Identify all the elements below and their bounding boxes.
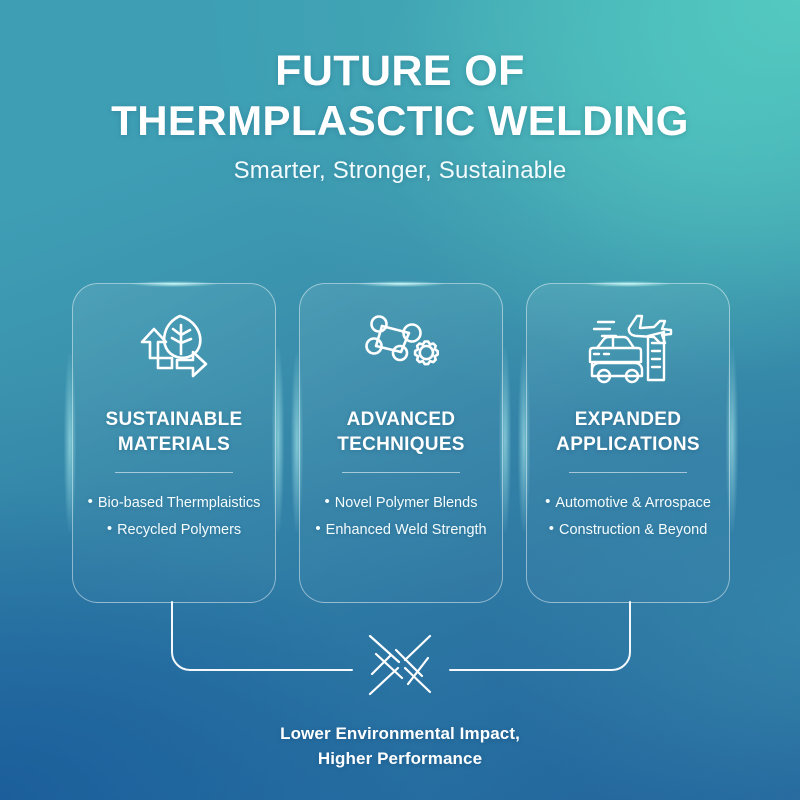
- list-item: •Recycled Polymers: [73, 516, 275, 543]
- list-item: •Enhanced Weld Strength: [300, 516, 502, 543]
- card-divider: [342, 472, 460, 473]
- page-title-line-2: THERMPLASCTIC WELDING: [111, 97, 689, 144]
- footer-tagline: Lower Environmental Impact, Higher Perfo…: [0, 721, 800, 771]
- card-sustainable-materials[interactable]: SUSTAINABLE MATERIALS •Bio-based Thermpl…: [64, 281, 284, 603]
- bullet-text: Construction & Beyond: [558, 522, 708, 538]
- list-item: •Construction & Beyond: [527, 516, 729, 543]
- card-bullet-list: •Novel Polymer Blends •Enhanced Weld Str…: [300, 489, 502, 543]
- card-divider: [115, 472, 233, 473]
- molecule-gear-icon: [359, 309, 443, 387]
- footer-line-1: Lower Environmental Impact,: [280, 724, 520, 743]
- list-item: •Novel Polymer Blends: [300, 489, 502, 516]
- card-bullet-list: •Automotive & Arrospace •Construction & …: [527, 489, 729, 543]
- card-title-line-1: SUSTAINABLE: [105, 409, 243, 430]
- card-title-line-1: EXPANDED: [574, 409, 682, 430]
- bullet-text: Recycled Polymers: [117, 522, 242, 538]
- bullet-icon: •: [87, 493, 93, 510]
- bullet-text: Automotive & Arrospace: [555, 495, 711, 511]
- card-expanded-applications[interactable]: EXPANDED APPLICATIONS •Automotive & Arro…: [518, 281, 738, 603]
- list-item: •Bio-based Thermplaistics: [73, 489, 275, 516]
- card-row: SUSTAINABLE MATERIALS •Bio-based Thermpl…: [64, 281, 738, 603]
- bullet-text: Novel Polymer Blends: [334, 495, 478, 511]
- card-title-line-1: ADVANCED: [346, 409, 456, 430]
- list-item: •Automotive & Arrospace: [527, 489, 729, 516]
- card-divider: [569, 472, 687, 473]
- card-title: ADVANCED TECHNIQUES: [337, 407, 465, 457]
- bullet-text: Bio-based Thermplaistics: [97, 495, 261, 511]
- footer-line-2: Higher Performance: [317, 749, 483, 768]
- card-advanced-techniques[interactable]: ADVANCED TECHNIQUES •Novel Polymer Blend…: [291, 281, 511, 603]
- car-plane-building-icon: [580, 309, 676, 387]
- card-title-line-2: MATERIALS: [117, 434, 231, 455]
- page-title-line-1: FUTURE OF: [275, 47, 525, 95]
- header: FUTURE OF THERMPLASCTIC WELDING Smarter,…: [0, 46, 800, 185]
- card-title-line-2: APPLICATIONS: [556, 434, 700, 455]
- bullet-icon: •: [324, 493, 330, 510]
- bullet-icon: •: [545, 493, 551, 510]
- card-title: EXPANDED APPLICATIONS: [556, 407, 700, 457]
- card-bullet-list: •Bio-based Thermplaistics •Recycled Poly…: [73, 489, 275, 543]
- leaf-recycle-icon: [132, 309, 216, 387]
- bullet-icon: •: [106, 520, 113, 537]
- card-title-line-2: TECHNIQUES: [337, 434, 465, 455]
- bullet-icon: •: [315, 520, 321, 537]
- bullet-icon: •: [548, 520, 554, 537]
- page-subtitle: Smarter, Stronger, Sustainable: [233, 157, 567, 184]
- woven-weld-icon: [368, 634, 432, 696]
- card-title: SUSTAINABLE MATERIALS: [105, 407, 242, 457]
- bullet-text: Enhanced Weld Strength: [325, 522, 487, 538]
